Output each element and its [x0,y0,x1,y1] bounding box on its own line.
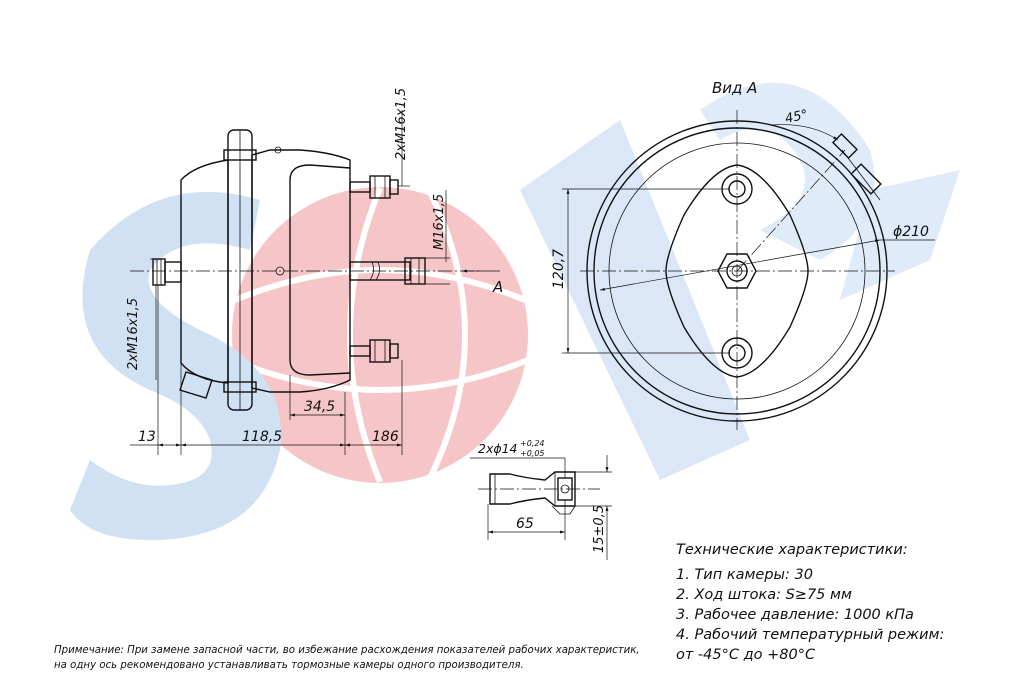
side-view-dimensions [130,110,450,455]
watermark [70,82,960,540]
dim-65: 65 [516,516,534,532]
rod-thread-label: М16х1,5 [432,194,447,250]
dim-13: 13 [138,429,156,445]
spec-item: 2. Ход штока: S≥75 мм [676,587,852,603]
arrow-a-label: A [492,278,503,296]
hole-dim: 2хϕ14 [478,441,518,456]
spec-item: 3. Рабочее давление: 1000 кПа [676,607,914,623]
footnote-line-1: Примечание: При замене запасной части, в… [54,645,640,656]
hole-tol-upper: +0,24 [520,439,545,448]
view-a-label: Вид А [712,79,757,97]
angle-label: 45° [784,107,810,126]
spec-item: 1. Тип камеры: 30 [676,567,813,583]
view-height-label: 120,7 [551,249,567,289]
technical-specifications: Технические характеристики: 1. Тип камер… [676,540,1016,665]
spec-item: 4. Рабочий температурный режим: [676,627,945,643]
top-thread-label: 2хМ16х1,5 [394,88,409,160]
dim-118-5: 118,5 [242,429,282,445]
view-a-dimensions [562,124,935,354]
hole-tol-lower: +0,05 [520,449,545,458]
specs-title: Технические характеристики: [676,542,908,558]
dim-186: 186 [372,429,399,445]
spec-item: от -45°С до +80°С [676,647,816,663]
footnote: Примечание: При замене запасной части, в… [54,643,654,673]
clevis-detail [470,455,612,560]
dim-15: 15±0,5 [592,505,607,553]
footnote-line-2: на одну ось рекомендовано устанавливать … [54,660,524,671]
diameter-label: ϕ210 [893,224,929,240]
left-thread-label: 2хМ16х1,5 [126,298,141,370]
dim-34-5: 34,5 [304,399,335,415]
